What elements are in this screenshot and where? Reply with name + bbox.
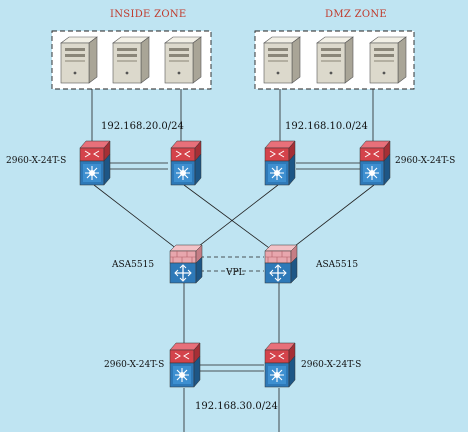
multilayer-switch-icon — [359, 140, 391, 186]
fw-left-label: ASA5515 — [111, 260, 154, 270]
link-sw4-fw2 — [281, 184, 375, 257]
multilayer-switch-icon — [264, 342, 296, 388]
inside-zone-title: INSIDE ZONE — [110, 9, 187, 20]
dmz-subnet-label: 192.168.10.0/24 — [285, 121, 368, 132]
failover-link-label: VPL — [225, 268, 245, 278]
inside-subnet-label: 192.168.20.0/24 — [101, 121, 184, 132]
asa-firewall-icon — [264, 244, 298, 284]
server-icon — [60, 36, 98, 84]
switch-bottom-left-label: 2960-X-24T-S — [104, 360, 164, 370]
server-icon — [164, 36, 202, 84]
server-icon — [112, 36, 150, 84]
multilayer-switch-icon — [79, 140, 111, 186]
server-icon — [369, 36, 407, 84]
fw-right-label: ASA5515 — [315, 260, 358, 270]
switch-top-left-label: 2960-X-24T-S — [6, 156, 66, 166]
multilayer-switch-icon — [169, 342, 201, 388]
multilayer-switch-icon — [170, 140, 202, 186]
links — [91, 84, 375, 432]
switch-top-right-label: 2960-X-24T-S — [395, 156, 455, 166]
asa-firewall-icon — [169, 244, 203, 284]
server-icon — [316, 36, 354, 84]
server-icon — [263, 36, 301, 84]
switch-bottom-right-label: 2960-X-24T-S — [301, 360, 361, 370]
link-sw3-fw1 — [185, 184, 279, 257]
link-sw1-fw1 — [93, 184, 187, 257]
dmz-zone-title: DMZ ZONE — [325, 9, 387, 20]
multilayer-switch-icon — [264, 140, 296, 186]
outside-subnet-label: 192.168.30.0/24 — [195, 401, 278, 412]
